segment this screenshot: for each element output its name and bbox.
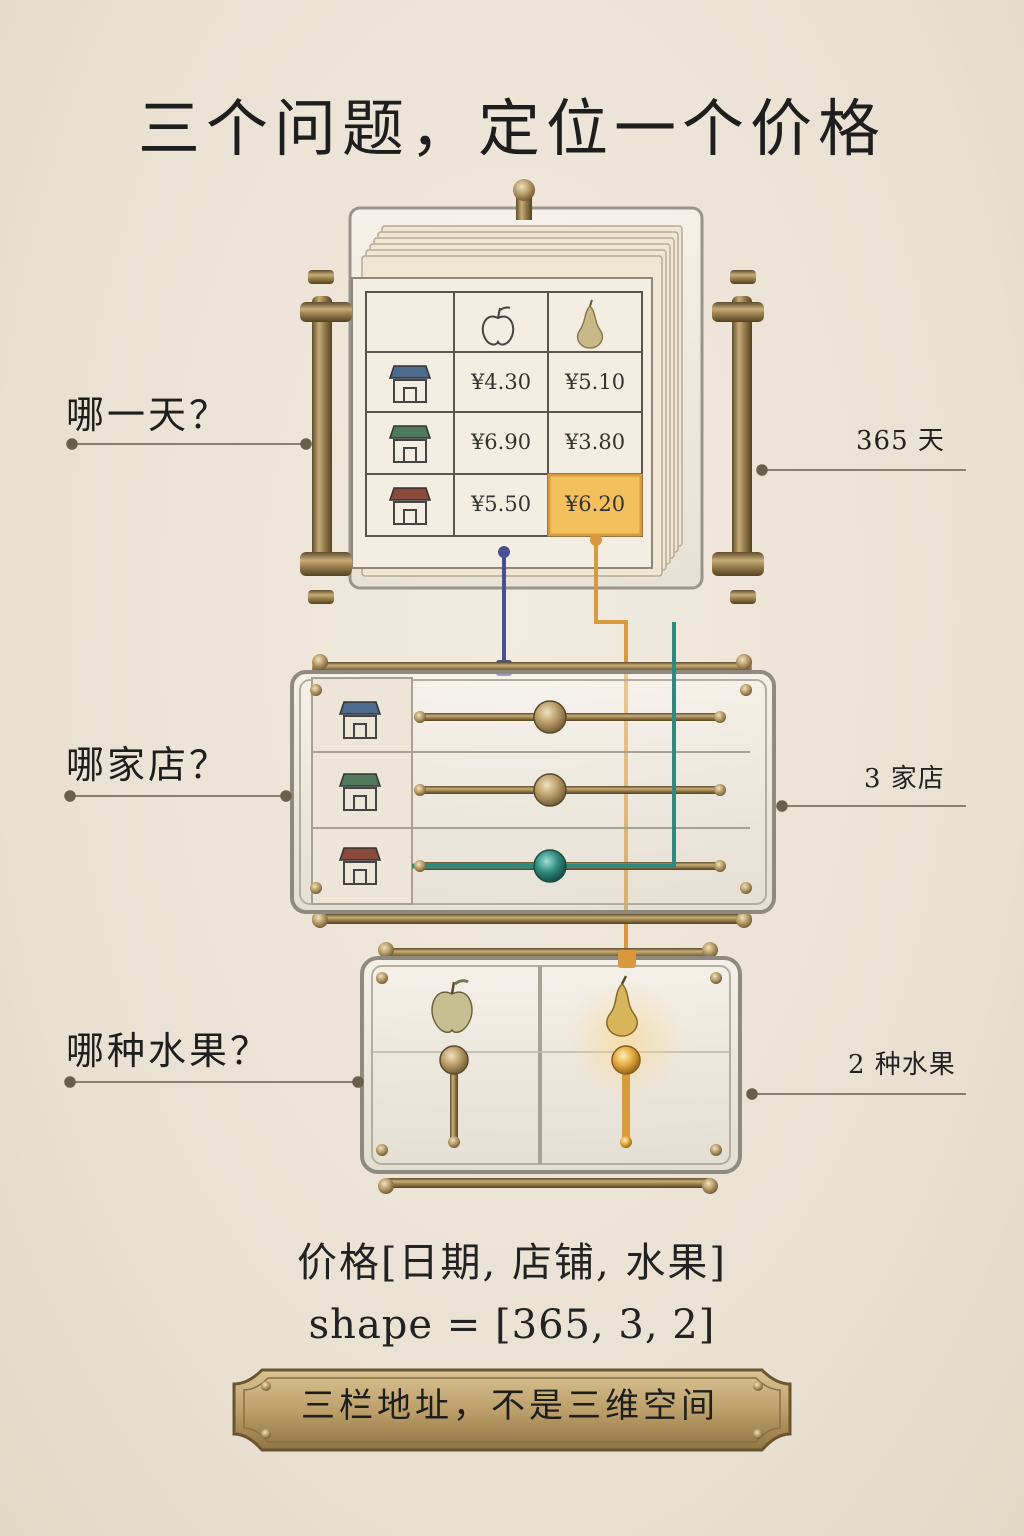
shop-rail-2[interactable] <box>414 773 726 807</box>
pear-lever-selected[interactable] <box>611 1045 641 1148</box>
shop-selector-module <box>290 622 776 928</box>
formula-shape: shape = [365, 3, 2] <box>308 1302 716 1348</box>
leader-lines <box>64 438 966 1100</box>
right-brass-post <box>732 296 752 568</box>
price-cell: ¥5.50 <box>470 492 532 516</box>
count-days: 365 天 <box>856 426 945 456</box>
pear-icon <box>576 299 604 349</box>
plaque-text: 三栏地址，不是三维空间 <box>301 1386 719 1426</box>
day-calendar-module <box>300 179 764 960</box>
left-brass-post <box>312 296 332 568</box>
apple-lever[interactable] <box>439 1045 469 1148</box>
fruit-pear-icon <box>606 975 638 1037</box>
page-title: 三个问题，定位一个价格 <box>137 92 886 165</box>
formula-index: 价格[日期, 店铺, 水果] <box>296 1240 728 1286</box>
bottom-plaque <box>232 1368 792 1452</box>
question-fruit: 哪种水果？ <box>66 1029 272 1073</box>
teal-connector-wire <box>550 622 676 868</box>
fruit-apple-icon <box>431 979 473 1034</box>
apple-icon <box>481 306 515 346</box>
shop-rail-1[interactable] <box>414 700 726 734</box>
price-cell: ¥5.10 <box>564 370 626 394</box>
price-cell: ¥3.80 <box>564 430 626 454</box>
count-shops: 3 家店 <box>864 764 945 794</box>
question-day: 哪一天？ <box>66 393 231 437</box>
shop-rail-3-selected[interactable] <box>412 622 726 883</box>
price-cell-highlighted: ¥6.20 <box>564 492 626 516</box>
price-cell: ¥6.90 <box>470 430 532 454</box>
price-table-grid <box>365 291 643 537</box>
count-fruits: 2 种水果 <box>848 1050 956 1080</box>
price-cell: ¥4.30 <box>470 370 532 394</box>
fruit-selector-module <box>360 942 742 1194</box>
top-knob <box>513 179 535 201</box>
question-shop: 哪家店？ <box>66 743 231 787</box>
